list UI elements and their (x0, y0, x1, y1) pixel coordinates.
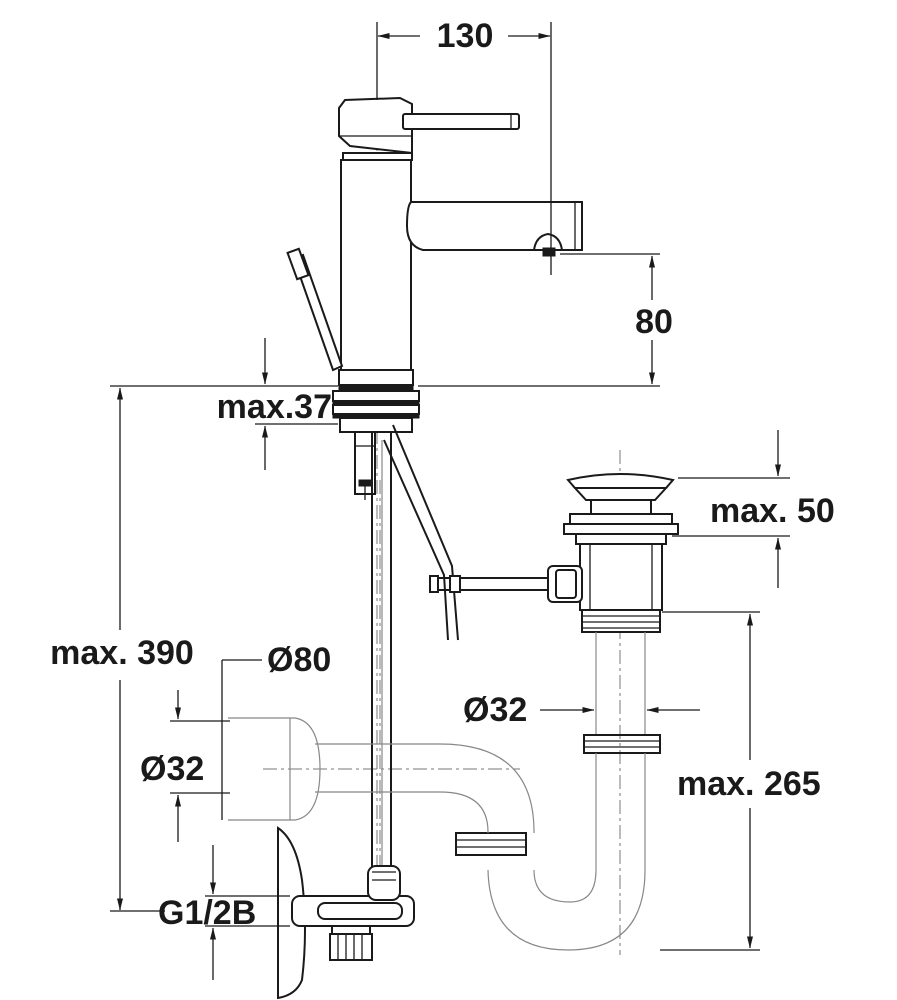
angle-valve (277, 826, 415, 1000)
center-lines (263, 30, 621, 955)
dim-spout-reach: 130 (437, 17, 494, 55)
dimension-labels: 130 80 max.37 max. 390 Ø80 Ø32 Ø32 max. … (50, 17, 835, 932)
popup-linkage (383, 424, 555, 641)
dimension-lines (110, 22, 790, 980)
trap-assembly (228, 632, 661, 951)
dim-overall-height: max. 390 (50, 634, 194, 672)
dim-spout-height: 80 (635, 303, 673, 341)
dim-wall-pipe-diameter: Ø32 (140, 750, 204, 788)
dim-connection-thread: G1/2B (158, 894, 256, 932)
faucet-body (286, 96, 583, 880)
dim-deck-thickness: max.37 (217, 388, 332, 426)
dim-trap-height: max. 265 (677, 765, 821, 803)
dim-flange-diameter: Ø80 (267, 641, 331, 679)
waste-valve (547, 473, 679, 633)
dim-waste-thickness: max. 50 (710, 492, 835, 530)
dim-waste-pipe-diameter: Ø32 (463, 691, 527, 729)
